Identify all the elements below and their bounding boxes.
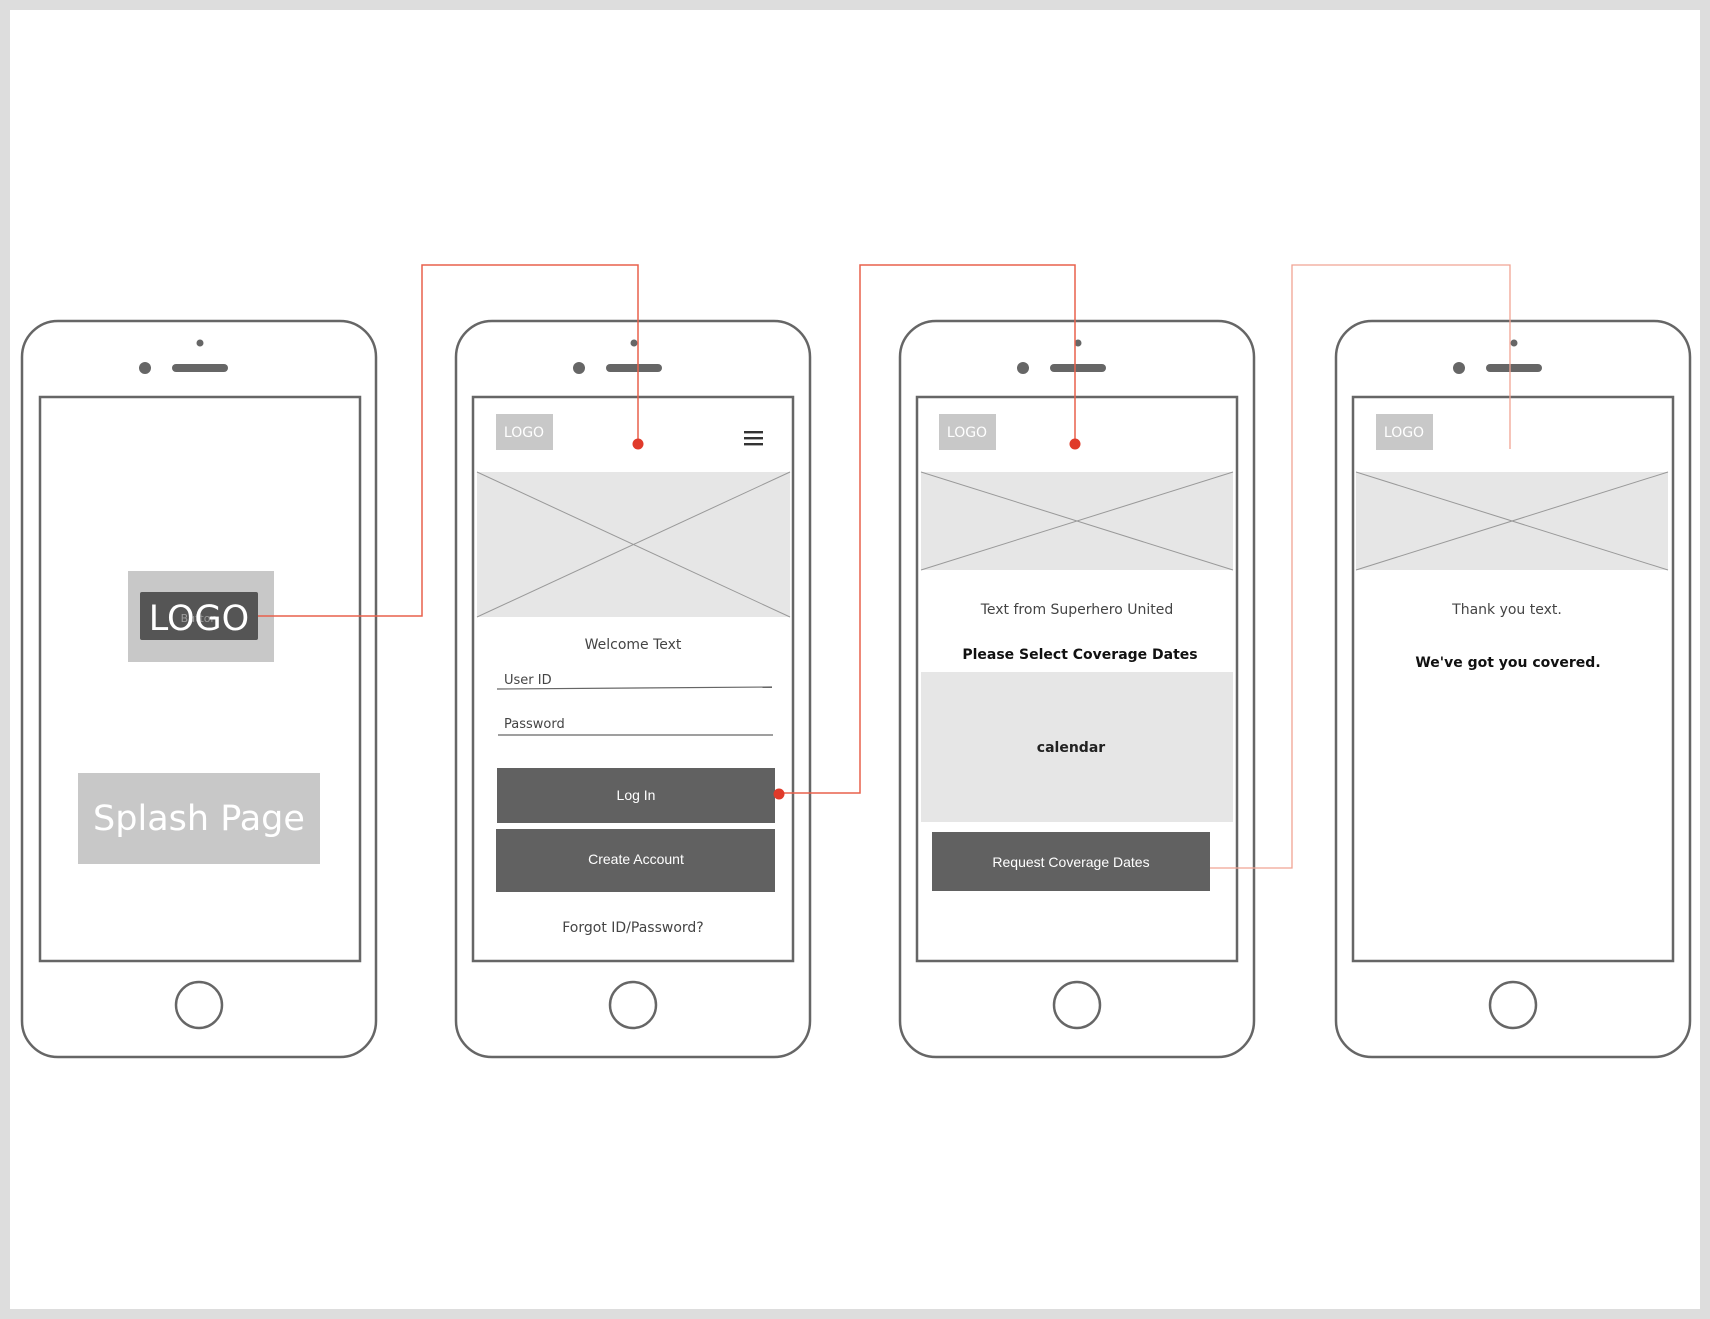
home-button[interactable]	[1488, 980, 1538, 1030]
phone-camera	[573, 362, 585, 374]
user-id-placeholder: User ID	[504, 673, 552, 688]
tagline-text: We've got you covered.	[1415, 655, 1600, 671]
intro-text: Text from Superhero United	[980, 602, 1174, 618]
phone-thanks: LOGO Thank you text. We've got you cover…	[1334, 319, 1692, 1059]
coverage-heading: Please Select Coverage Dates	[962, 647, 1197, 663]
home-button[interactable]	[174, 980, 224, 1030]
phone-camera	[139, 362, 151, 374]
connector-dot-login	[632, 438, 644, 450]
calendar-label: calendar	[1037, 740, 1105, 756]
splash-logo-badge	[140, 592, 258, 640]
phone-screen	[38, 395, 362, 963]
logo-placeholder	[1376, 414, 1433, 450]
splash-label-box	[78, 773, 320, 864]
logo-placeholder	[496, 414, 553, 450]
hero-image-placeholder	[1355, 471, 1669, 571]
thank-you-text: Thank you text.	[1451, 602, 1562, 618]
phone-speaker	[172, 364, 228, 372]
home-button[interactable]	[1052, 980, 1102, 1030]
phone-camera	[1017, 362, 1029, 374]
hero-image-placeholder	[476, 471, 791, 618]
phone-sensor	[1510, 339, 1518, 347]
phone-speaker	[606, 364, 662, 372]
hamburger-menu-icon[interactable]	[744, 431, 763, 446]
user-id-field[interactable]: User ID	[496, 673, 773, 690]
create-account-button[interactable]: Create Account	[496, 829, 775, 892]
welcome-text: Welcome Text	[585, 637, 682, 653]
flow-connectors	[258, 264, 1511, 869]
request-coverage-label: Request Coverage Dates	[992, 854, 1149, 870]
phone-coverage: LOGO Text from Superhero United Please S…	[898, 319, 1256, 1059]
logo-text: LOGO	[947, 425, 987, 441]
phone-camera	[1453, 362, 1465, 374]
phone-speaker	[1486, 364, 1542, 372]
home-button[interactable]	[608, 980, 658, 1030]
forgot-password-link[interactable]: Forgot ID/Password?	[562, 920, 703, 936]
login-button-label: Log In	[617, 787, 656, 803]
splash-page-label: Splash Page	[93, 799, 305, 839]
password-field[interactable]: Password	[498, 717, 773, 736]
logo-text: LOGO	[504, 425, 544, 441]
connector-dot-coverage	[1069, 438, 1081, 450]
connector-login-to-coverage	[779, 264, 1076, 794]
password-placeholder: Password	[504, 717, 565, 732]
calendar-placeholder[interactable]: calendar	[921, 672, 1233, 822]
connector-splash-to-login	[258, 264, 639, 617]
splash-logo-text: LOGO	[149, 599, 249, 639]
phone-splash: Button LOGO Splash Page	[20, 319, 378, 1059]
login-button[interactable]: Log In	[497, 768, 775, 823]
request-coverage-button[interactable]: Request Coverage Dates	[932, 832, 1210, 891]
connector-dot-login-button	[773, 788, 785, 800]
phone-sensor	[1074, 339, 1082, 347]
phone-speaker	[1050, 364, 1106, 372]
logo-overlap-text: Button	[181, 612, 218, 625]
phone-sensor	[630, 339, 638, 347]
logo-text: LOGO	[1384, 425, 1424, 441]
phone-sensor	[196, 339, 204, 347]
logo-placeholder	[939, 414, 996, 450]
connector-coverage-to-thanks	[1210, 264, 1511, 869]
phone-login: LOGO Welcome Text User ID Password Log I…	[454, 319, 812, 1059]
create-account-label: Create Account	[588, 851, 684, 867]
hero-image-placeholder	[920, 471, 1234, 571]
